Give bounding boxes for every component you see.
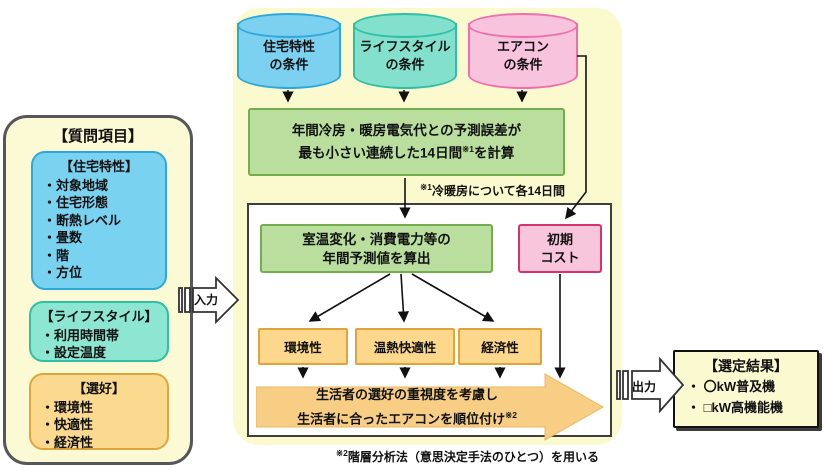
preference-box-title: 【選好】 xyxy=(72,381,125,396)
cylinder-top xyxy=(353,13,457,38)
list-item: ・経済性 xyxy=(41,434,94,450)
footnote1-marker: ※1 xyxy=(420,182,432,192)
lifestyle-box-title: 【ライフスタイル】 xyxy=(40,309,158,324)
footnote1-text: 冷暖房について各14日間 xyxy=(432,184,565,198)
calc-line2: 最も小さい連続した14日間 xyxy=(298,145,463,161)
result-item: ・ 〇kW普及機 xyxy=(687,379,776,394)
footnote-1: ※1冷暖房について各14日間 xyxy=(385,182,565,199)
result-item: ・ □kW高機能機 xyxy=(687,400,783,415)
list-item: ・住宅形態 xyxy=(43,195,109,210)
list-item: ・設定温度 xyxy=(41,345,107,360)
list-item: ・断熱レベル xyxy=(43,212,122,228)
footnote2-marker: ※2 xyxy=(336,448,348,458)
fourteen-day-calc-box: 年間冷房・暖房電気代との予測誤差が 最も小さい連続した14日間※1を計算 xyxy=(248,108,565,176)
cylinder-label: 住宅特性 の条件 xyxy=(262,39,315,72)
rank-line1: 生活者の選好の重視度を考慮し xyxy=(315,387,498,402)
rank-line2: 生活者に合ったエアコンを順位付け xyxy=(297,411,506,427)
footnote1-ref: ※1 xyxy=(462,144,474,155)
preference-box: 【選好】 ・環境性 ・快適性 ・経済性 xyxy=(29,373,169,450)
list-item: ・快適性 xyxy=(41,417,94,432)
footnote2-text: 階層分析法（意思決定手法のひとつ）を用いる xyxy=(347,450,600,464)
question-panel-title: 【質問項目】 xyxy=(52,128,143,145)
list-item: ・環境性 xyxy=(41,399,94,415)
list-item: ・方位 xyxy=(43,265,83,280)
lifestyle-conditions-cylinder: ライフスタイル の条件 xyxy=(353,13,457,89)
criteria-economy-box: 経済性 xyxy=(458,328,542,365)
footnote2-ref: ※2 xyxy=(505,410,517,420)
calc-line1: 年間冷房・暖房電気代との予測誤差が xyxy=(291,123,522,139)
housing-conditions-cylinder: 住宅特性 の条件 xyxy=(237,13,341,89)
question-items-panel: 【質問項目】 【住宅特性】 ・対象地域 ・住宅形態 ・断熱レベル ・畳数 ・階 … xyxy=(3,115,193,465)
output-arrow-label: 出力 xyxy=(632,380,657,394)
result-box-title: 【選定結果】 xyxy=(704,358,788,374)
output-arrow xyxy=(616,356,685,414)
lifestyle-box: 【ライフスタイル】 ・利用時間帯 ・設定温度 xyxy=(29,301,169,362)
cylinder-label: エアコン の条件 xyxy=(496,39,549,72)
input-arrow xyxy=(178,276,240,324)
criteria-environment-box: 環境性 xyxy=(258,328,348,365)
aircon-conditions-cylinder: エアコン の条件 xyxy=(468,13,578,89)
housing-box-title: 【住宅特性】 xyxy=(59,159,138,174)
selection-result-box: 【選定結果】 ・ 〇kW普及機 ・ □kW高機能機 xyxy=(673,350,819,428)
cylinder-top xyxy=(468,13,578,38)
initial-cost-box: 初期 コスト xyxy=(518,224,602,273)
calc-line2-end: を計算 xyxy=(473,145,515,161)
footnote-2: ※2階層分析法（意思決定手法のひとつ）を用いる xyxy=(336,448,626,465)
ranking-arrow-text: 生活者の選好の重視度を考慮し 生活者に合ったエアコンを順位付け※2 xyxy=(262,385,552,429)
list-item: ・階 xyxy=(43,247,70,263)
housing-characteristics-box: 【住宅特性】 ・対象地域 ・住宅形態 ・断熱レベル ・畳数 ・階 ・方位 xyxy=(31,151,167,290)
cylinder-top xyxy=(237,13,341,38)
list-item: ・対象地域 xyxy=(43,177,109,193)
cylinder-label: ライフスタイル の条件 xyxy=(359,39,451,72)
input-arrow-label: 入力 xyxy=(194,293,219,307)
list-item: ・畳数 xyxy=(43,230,83,245)
ranking-arrow xyxy=(256,373,605,441)
criteria-thermal-comfort-box: 温熱快適性 xyxy=(355,328,455,365)
list-item: ・利用時間帯 xyxy=(41,327,120,343)
annual-prediction-box: 室温変化・消費電力等の 年間予測値を算出 xyxy=(260,224,493,273)
